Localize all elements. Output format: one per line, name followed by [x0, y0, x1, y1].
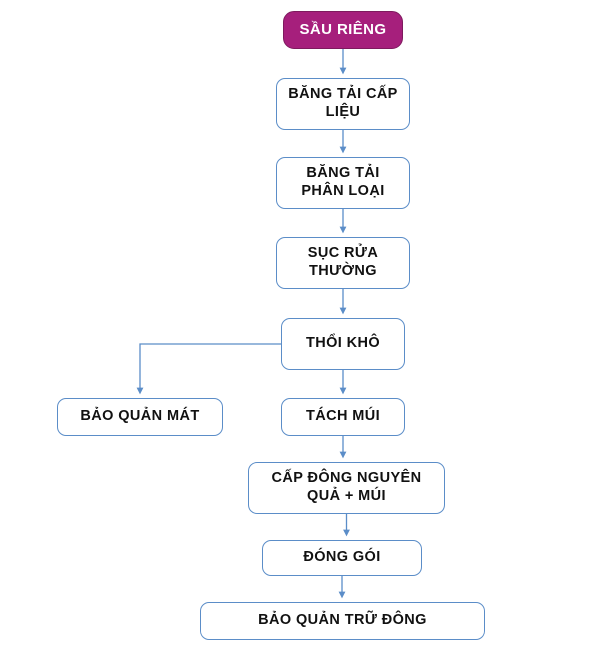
- flow-node-bang-tai-cap-lieu[interactable]: BĂNG TẢI CẤP LIỆU: [276, 78, 410, 130]
- flow-node-dong-goi[interactable]: ĐÓNG GÓI: [262, 540, 422, 576]
- flow-node-suc-rua-thuong[interactable]: SỤC RỬA THƯỜNG: [276, 237, 410, 289]
- flow-node-thoi-kho[interactable]: THỔI KHÔ: [281, 318, 405, 370]
- flow-node-sau-rieng[interactable]: SẦU RIÊNG: [283, 11, 403, 49]
- flow-node-bang-tai-phan-loai[interactable]: BĂNG TẢI PHÂN LOẠI: [276, 157, 410, 209]
- flow-node-bao-quan-mat[interactable]: BẢO QUẢN MÁT: [57, 398, 223, 436]
- flow-node-bao-quan-tru-dong[interactable]: BẢO QUẢN TRỮ ĐÔNG: [200, 602, 485, 640]
- flow-node-tach-mui[interactable]: TÁCH MÚI: [281, 398, 405, 436]
- connector-e-thoi-kho-to-bao-quan-mat: [136, 343, 281, 395]
- flow-node-cap-dong-nguyen-qua-mui[interactable]: CẤP ĐÔNG NGUYÊN QUẢ + MÚI: [248, 462, 445, 514]
